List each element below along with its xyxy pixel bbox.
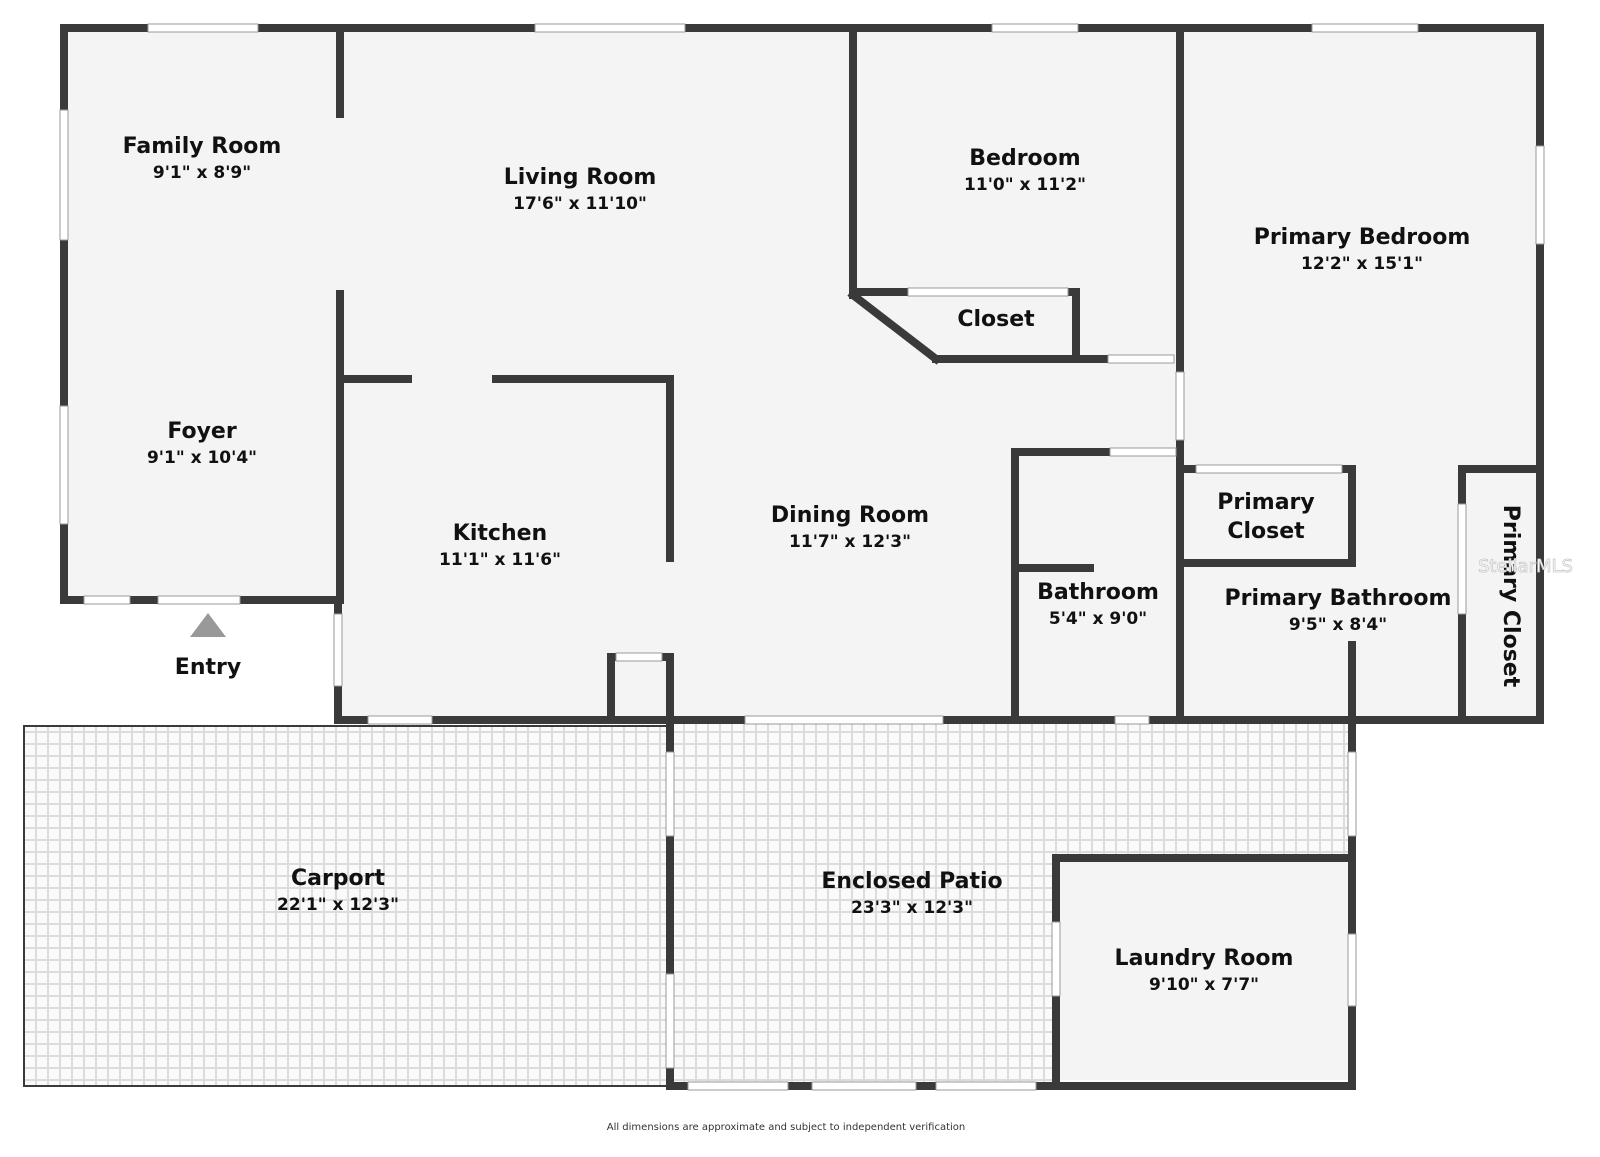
primary-closet-line2: Closet — [1227, 519, 1305, 544]
primary-bathroom-dims: 9'5" x 8'4" — [1289, 615, 1387, 635]
bathroom-name: Bathroom — [1037, 580, 1159, 605]
primary-closet-line1: Primary — [1217, 490, 1314, 515]
footnote: All dimensions are approximate and subje… — [607, 1122, 966, 1133]
primary-closet-side-name: Primary Closet — [1498, 505, 1523, 688]
foyer-name: Foyer — [167, 419, 237, 444]
living-room-name: Living Room — [504, 165, 657, 190]
room-labels: Family Room 9'1" x 8'9" Living Room 17'6… — [123, 134, 1523, 995]
entry-label: Entry — [175, 655, 241, 680]
floors — [23, 28, 1540, 1087]
entry-arrow-icon — [190, 613, 226, 637]
kitchen-name: Kitchen — [453, 521, 547, 546]
living-room-dims: 17'6" x 11'10" — [513, 194, 647, 214]
closet-name: Closet — [957, 307, 1035, 332]
bedroom-name: Bedroom — [969, 146, 1080, 171]
interior-floor — [64, 28, 1540, 720]
dining-room-name: Dining Room — [771, 503, 929, 528]
carport-dims: 22'1" x 12'3" — [277, 895, 399, 915]
kitchen-dims: 11'1" x 11'6" — [439, 550, 561, 570]
windows — [59, 23, 1545, 1091]
enclosed-patio-name: Enclosed Patio — [821, 869, 1002, 894]
laundry-room-dims: 9'10" x 7'7" — [1149, 975, 1259, 995]
watermark: StellarMLS — [1478, 556, 1573, 577]
bedroom-dims: 11'0" x 11'2" — [964, 175, 1086, 195]
bathroom-dims: 5'4" x 9'0" — [1049, 609, 1147, 629]
foyer-dims: 9'1" x 10'4" — [147, 448, 257, 468]
carport-name: Carport — [291, 866, 386, 891]
dining-room-dims: 11'7" x 12'3" — [789, 532, 911, 552]
primary-bedroom-name: Primary Bedroom — [1254, 225, 1471, 250]
laundry-room-name: Laundry Room — [1115, 946, 1294, 971]
primary-bathroom-name: Primary Bathroom — [1225, 586, 1452, 611]
family-room-dims: 9'1" x 8'9" — [153, 163, 251, 183]
family-room-name: Family Room — [123, 134, 282, 159]
primary-bedroom-dims: 12'2" x 15'1" — [1301, 254, 1423, 274]
laundry-floor — [1060, 862, 1348, 1080]
patio-floor — [672, 722, 1352, 1082]
enclosed-patio-dims: 23'3" x 12'3" — [851, 898, 973, 918]
